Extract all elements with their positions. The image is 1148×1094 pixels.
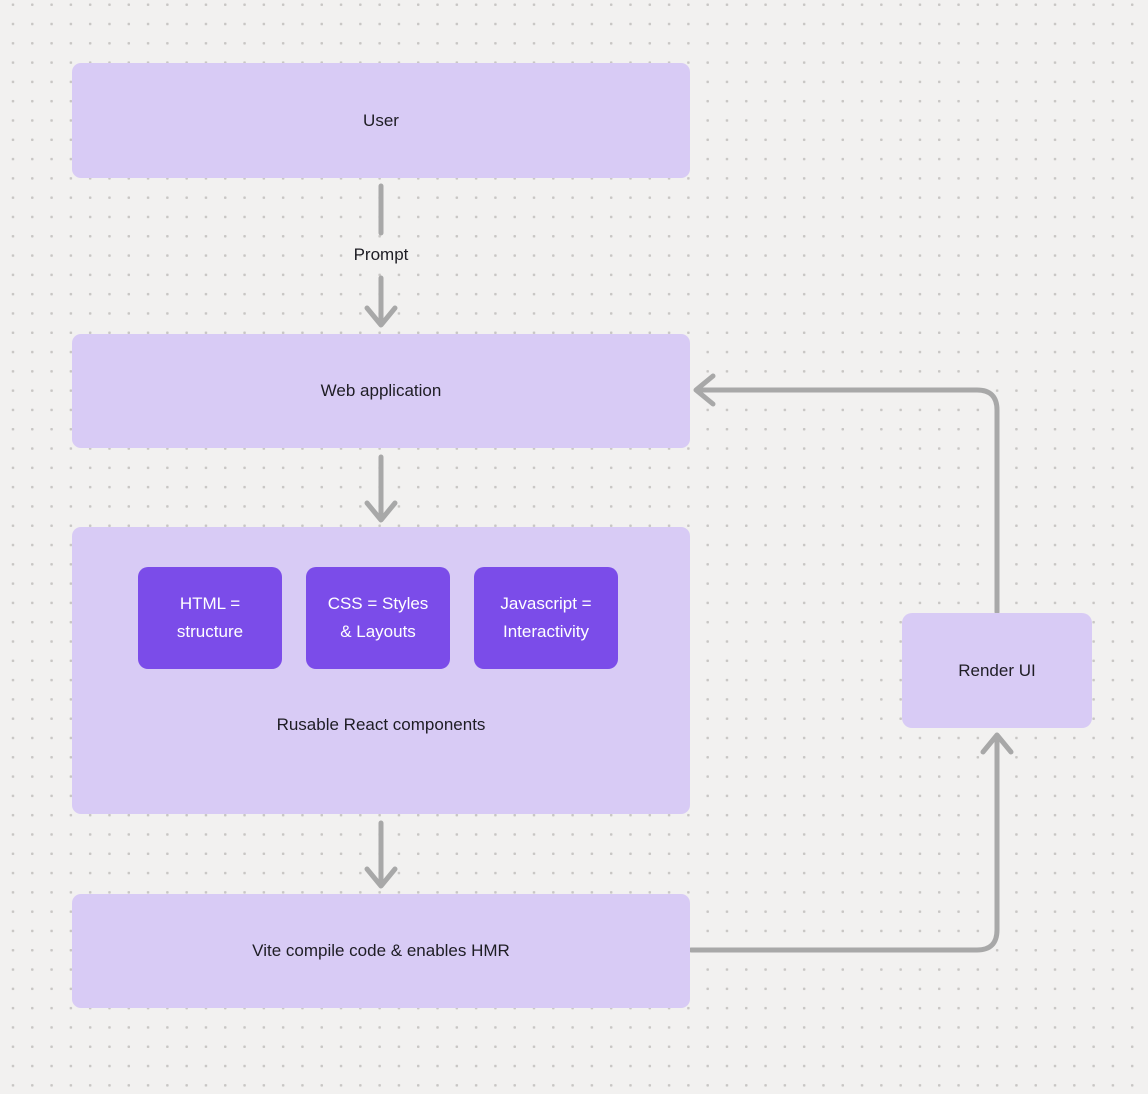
node-render-ui-label: Render UI — [958, 660, 1036, 680]
node-vite[interactable]: Vite compile code & enables HMR — [72, 894, 690, 1008]
node-components-group[interactable]: HTML = structure CSS = Styles & Layouts … — [72, 527, 690, 814]
arrowhead-down-icon — [364, 866, 398, 889]
node-web-application[interactable]: Web application — [72, 334, 690, 448]
node-html[interactable]: HTML = structure — [138, 567, 282, 669]
components-row: HTML = structure CSS = Styles & Layouts … — [138, 567, 618, 669]
arrowhead-up-icon — [980, 732, 1014, 755]
node-css[interactable]: CSS = Styles & Layouts — [306, 567, 450, 669]
node-javascript[interactable]: Javascript = Interactivity — [474, 567, 618, 669]
edge-render-ui-to-web-application — [697, 387, 1000, 615]
edge-vite-to-render-ui — [688, 736, 1000, 953]
arrowhead-left-icon — [693, 373, 716, 407]
node-user[interactable]: User — [72, 63, 690, 178]
arrowhead-down-icon — [364, 305, 398, 328]
components-group-caption: Rusable React components — [276, 715, 486, 734]
node-vite-label: Vite compile code & enables HMR — [252, 941, 510, 960]
node-web-application-label: Web application — [320, 381, 442, 400]
edge-label-prompt: Prompt — [353, 245, 409, 264]
node-render-ui[interactable]: Render UI — [902, 613, 1092, 728]
arrowhead-down-icon — [364, 500, 398, 523]
node-user-label: User — [363, 110, 399, 130]
